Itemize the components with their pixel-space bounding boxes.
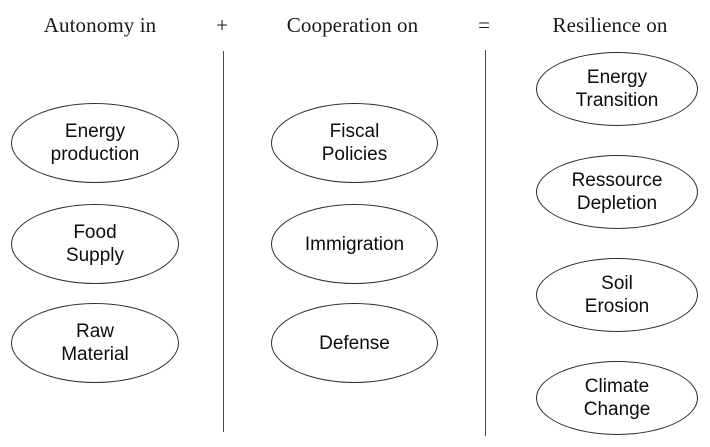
node-fiscal-policies: Fiscal Policies (271, 103, 438, 183)
node-climate-change: Climate Change (536, 361, 698, 435)
node-energy-transition: Energy Transition (536, 52, 698, 126)
equals-operator: = (478, 13, 490, 37)
column-header-autonomy: Autonomy in (43, 13, 157, 37)
node-label: Fiscal Policies (321, 121, 388, 165)
node-label: Food Supply (65, 222, 125, 266)
column-header-resilience: Resilience on (552, 13, 668, 37)
node-label: Raw Material (61, 321, 129, 365)
node-immigration: Immigration (271, 204, 438, 284)
node-label: Energy Transition (575, 67, 659, 111)
node-label: Energy production (50, 121, 140, 165)
plus-operator: + (216, 13, 228, 37)
node-label: Ressource Depletion (571, 170, 663, 214)
node-defense: Defense (271, 303, 438, 383)
node-energy-production: Energy production (11, 103, 179, 183)
node-label: Climate Change (583, 376, 651, 420)
column-divider-left (223, 51, 224, 432)
node-ressource-depletion: Ressource Depletion (536, 155, 698, 229)
column-divider-right (485, 50, 486, 436)
node-label: Soil Erosion (584, 273, 650, 317)
column-header-cooperation: Cooperation on (286, 13, 419, 37)
node-food-supply: Food Supply (11, 204, 179, 284)
node-raw-material: Raw Material (11, 303, 179, 383)
node-label: Defense (319, 332, 390, 354)
node-soil-erosion: Soil Erosion (536, 258, 698, 332)
node-label: Immigration (304, 233, 405, 255)
